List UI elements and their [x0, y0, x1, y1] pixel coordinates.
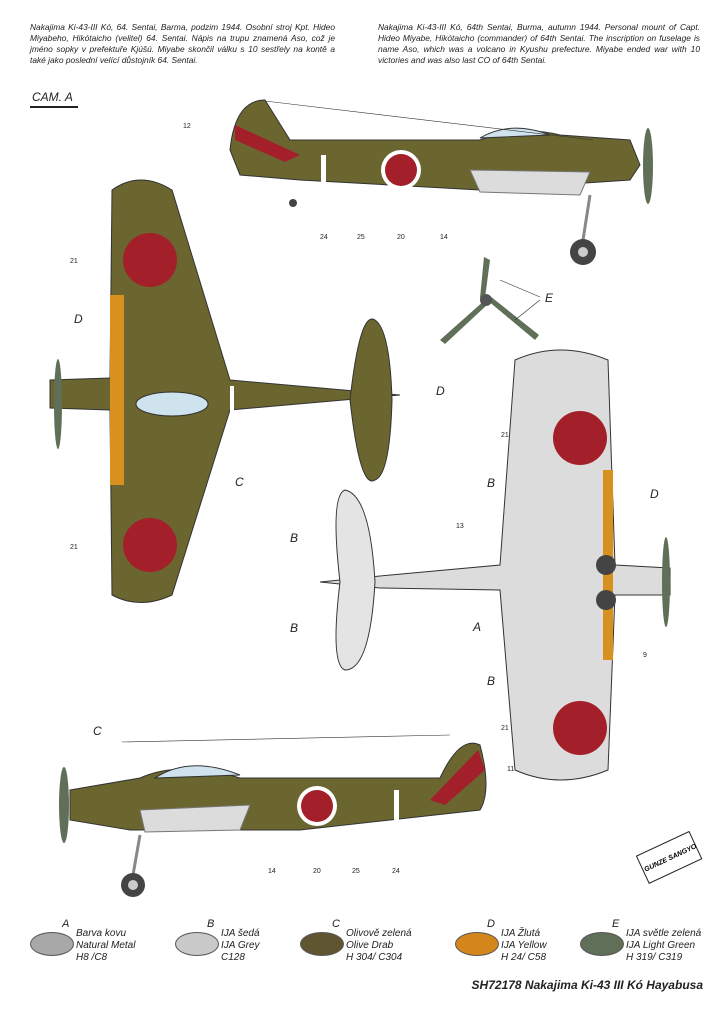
- gunze-sangyo-logo: GUNZE SANGYO: [635, 830, 703, 884]
- callout-13: 13: [456, 523, 464, 530]
- callout-b: B: [487, 476, 496, 490]
- color-swatch: [455, 932, 499, 956]
- callout-9: 9: [643, 652, 647, 659]
- callout-21: 21: [501, 725, 509, 732]
- legend-line: Natural Metal: [76, 940, 136, 951]
- description-czech: Nakajima Ki-43-III Kó, 64. Sentai, Barma…: [30, 22, 335, 65]
- callout-20: 20: [313, 868, 321, 875]
- callout-c: C: [93, 724, 102, 738]
- color-swatch: [300, 932, 344, 956]
- legend-letter: D: [487, 918, 495, 930]
- legend-letter: A: [62, 918, 70, 930]
- callout-24: 24: [320, 234, 328, 241]
- legend-line: IJA šedá: [221, 928, 260, 939]
- description-english: Nakajima Ki-43-III Kó, 64th Sentai, Burm…: [378, 22, 700, 65]
- legend-line: IJA Grey: [221, 940, 260, 951]
- callout-14: 14: [268, 868, 276, 875]
- callout-b: B: [487, 674, 496, 688]
- legend-line: IJA Yellow: [501, 940, 547, 951]
- callout-b: B: [290, 621, 299, 635]
- legend-letter: B: [207, 918, 215, 930]
- color-swatch: [580, 932, 624, 956]
- callout-11: 11: [507, 766, 515, 773]
- callout-e: E: [545, 291, 554, 305]
- color-swatch: [30, 932, 74, 956]
- callout-20: 20: [397, 234, 405, 241]
- callout-14: 14: [440, 234, 448, 241]
- legend-letter: C: [332, 918, 340, 930]
- top-view: [49, 179, 401, 603]
- callout-d: D: [436, 384, 445, 398]
- legend-line: H 24/ C58: [501, 952, 547, 963]
- camouflage-label: CAM. A: [32, 90, 73, 104]
- callout-25: 25: [357, 234, 365, 241]
- callout-21: 21: [70, 258, 78, 265]
- propeller-view: [440, 257, 541, 344]
- legend-line: IJA Light Green: [626, 940, 696, 951]
- callout-12: 12: [183, 123, 191, 130]
- callout-d: D: [650, 487, 659, 501]
- legend-line: IJA světle zelená: [626, 928, 702, 939]
- callout-b: B: [290, 531, 299, 545]
- callout-21: 21: [70, 544, 78, 551]
- callout-25: 25: [352, 868, 360, 875]
- side-view-top: [229, 99, 653, 265]
- callout-a: A: [473, 620, 482, 634]
- color-swatch: [175, 932, 219, 956]
- callout-21: 21: [501, 432, 509, 439]
- legend-line: H 304/ C304: [346, 952, 403, 963]
- kit-title: SH72178 Nakajima Ki-43 III Kó Hayabusa: [471, 978, 703, 992]
- callout-24: 24: [392, 868, 400, 875]
- legend-line: H8 /C8: [76, 952, 108, 963]
- callout-d: D: [74, 312, 83, 326]
- legend-letter: E: [612, 918, 620, 930]
- bottom-view: [319, 349, 671, 781]
- legend-line: IJA Žlutá: [501, 928, 541, 939]
- legend-line: Barva kovu: [76, 928, 127, 939]
- legend-line: C128: [221, 952, 245, 963]
- callout-c: C: [235, 475, 244, 489]
- side-view-bottom: [59, 734, 487, 897]
- legend-line: Olivově zelená: [346, 928, 412, 939]
- legend-line: Olive Drab: [346, 940, 394, 951]
- legend-line: H 319/ C319: [626, 952, 683, 963]
